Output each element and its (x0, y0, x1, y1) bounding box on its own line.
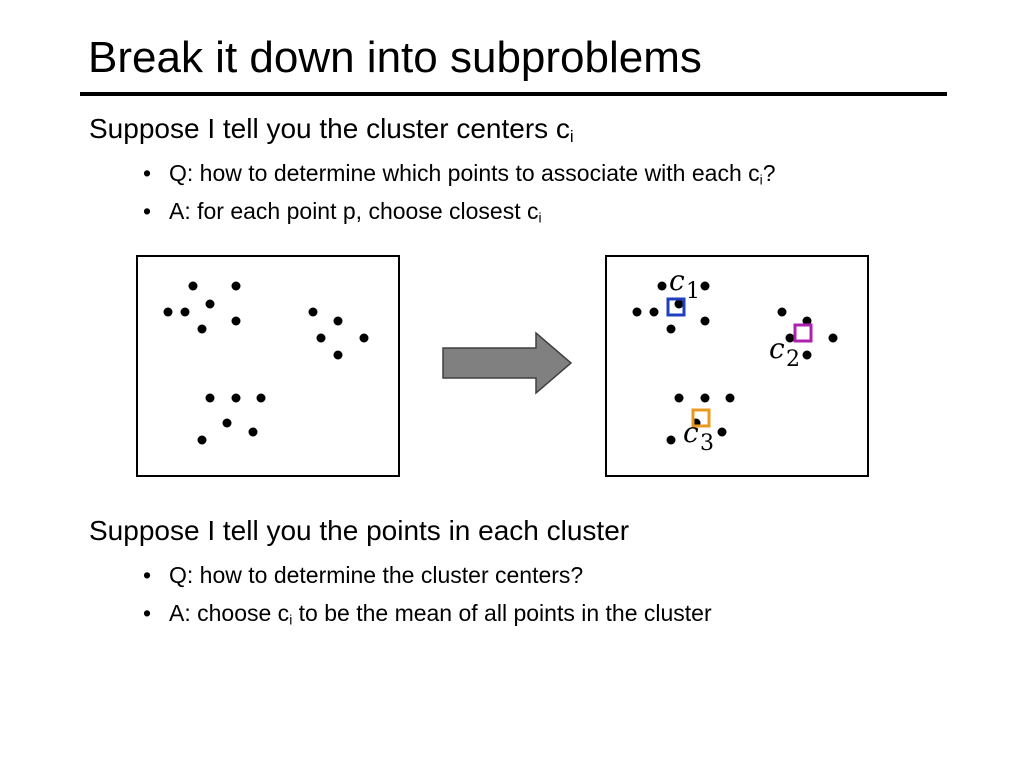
section2-heading: Suppose I tell you the points in each cl… (89, 515, 630, 546)
cluster-center-3-marker (691, 408, 711, 428)
section1-heading-subscript: i (569, 127, 574, 147)
data-point (205, 393, 215, 403)
data-point (666, 324, 676, 334)
bullet-icon: • (143, 198, 152, 224)
cluster-center-1-marker (666, 297, 686, 317)
cluster-center-3-label: c (683, 416, 699, 449)
bullet-icon: • (143, 600, 152, 626)
slide-title: Break it down into subproblems (88, 33, 702, 82)
points-panel (136, 255, 400, 477)
data-point (188, 281, 198, 291)
section2-answer-subscript: i (289, 612, 293, 628)
data-point (222, 418, 232, 428)
data-point (205, 299, 215, 309)
clusters-canvas: c 1 c 2 c 3 (632, 264, 838, 456)
arrow-shape (442, 331, 573, 395)
title-underline (80, 92, 947, 96)
data-point (802, 350, 812, 360)
data-point (333, 316, 343, 326)
data-point (231, 281, 241, 291)
section1-answer-text: A: for each point p, choose closest c (169, 198, 539, 224)
data-point (674, 393, 684, 403)
section2-answer-text: A: choose c (169, 600, 290, 626)
bullet-icon: • (143, 160, 152, 186)
data-point (828, 333, 838, 343)
data-point (180, 307, 190, 317)
cluster-center-1-index: 1 (686, 279, 700, 304)
clusters-panel: c 1 c 2 c 3 (605, 255, 869, 477)
data-point (197, 435, 207, 445)
data-point (308, 307, 318, 317)
section1-question: • Q: how to determine which points to ass… (143, 159, 776, 187)
data-point (197, 324, 207, 334)
cluster-center-2-label: c (769, 332, 785, 365)
data-point (666, 435, 676, 445)
section1-question-subscript: i (759, 172, 763, 188)
cluster-center-2-marker (793, 323, 813, 343)
data-point (674, 299, 684, 309)
data-point (649, 307, 659, 317)
data-point (657, 281, 667, 291)
data-point (231, 393, 241, 403)
section1-answer: • A: for each point p, choose closest ci (143, 197, 542, 225)
cluster-center-2-index: 2 (786, 347, 800, 372)
data-point (248, 427, 258, 437)
right-arrow-icon (442, 331, 573, 395)
data-point (163, 307, 173, 317)
data-point (256, 393, 266, 403)
section2-question: • Q: how to determine the cluster centers… (143, 561, 583, 589)
data-point (700, 316, 710, 326)
section2-answer: • A: choose ci to be the mean of all poin… (143, 599, 712, 627)
points-canvas (163, 281, 369, 445)
section1-answer-subscript: i (538, 210, 542, 226)
section2-question-text: Q: how to determine the cluster centers? (169, 562, 584, 588)
section1-heading-text: Suppose I tell you the cluster centers c (89, 113, 570, 144)
data-point (777, 307, 787, 317)
cluster-center-3-index: 3 (700, 431, 714, 456)
section1-question-text: Q: how to determine which points to asso… (169, 160, 760, 186)
bullet-icon: • (143, 562, 152, 588)
data-point (785, 333, 795, 343)
cluster-center-1-label: c (669, 264, 685, 297)
data-point (359, 333, 369, 343)
section1-heading: Suppose I tell you the cluster centers c… (89, 112, 574, 146)
data-point (700, 281, 710, 291)
data-point (717, 427, 727, 437)
data-point (700, 393, 710, 403)
data-point (231, 316, 241, 326)
data-point (333, 350, 343, 360)
data-point (316, 333, 326, 343)
section2-answer-suffix: to be the mean of all points in the clus… (292, 600, 712, 626)
section1-question-suffix: ? (762, 160, 776, 186)
data-point (632, 307, 642, 317)
data-point (802, 316, 812, 326)
data-point (725, 393, 735, 403)
